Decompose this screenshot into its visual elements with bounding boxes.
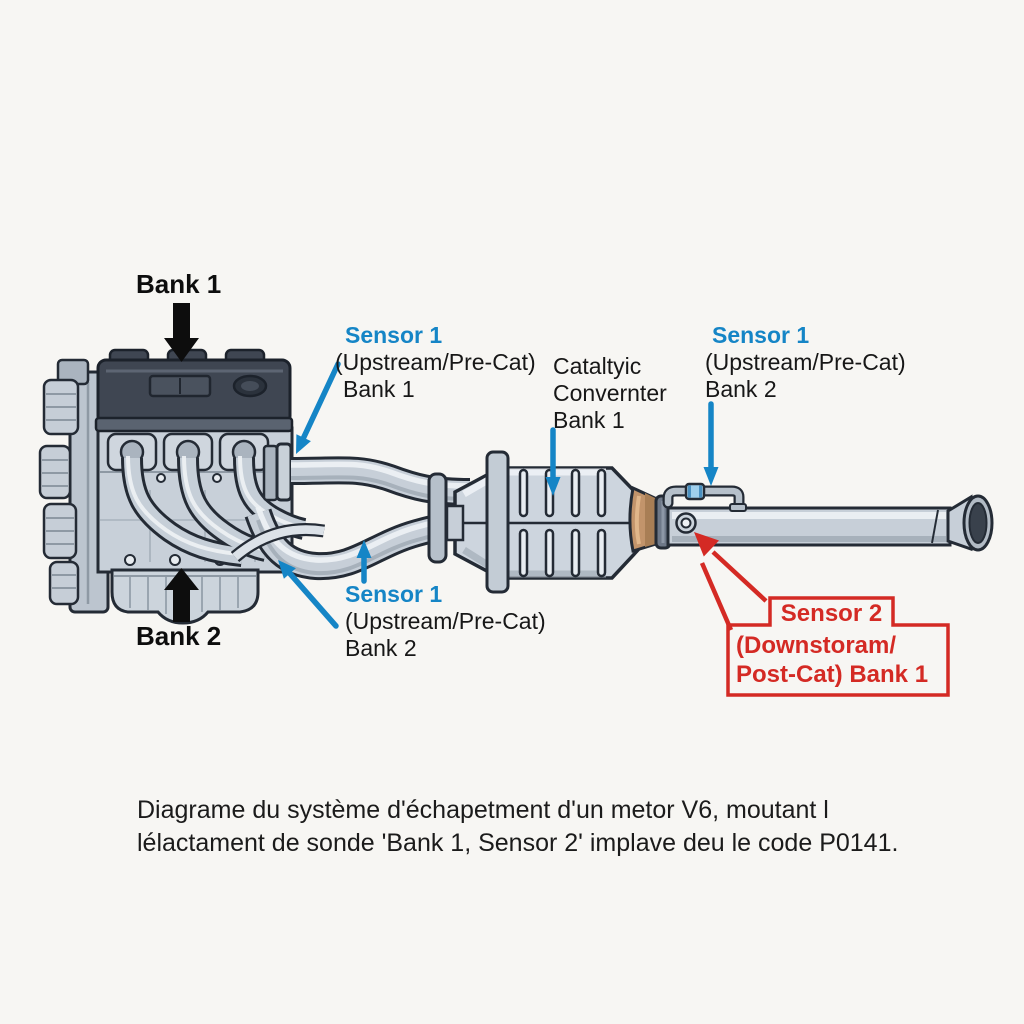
sensor1-bank2-top-sub2: Bank 2 — [705, 376, 777, 402]
sensor1-bank2-top-title: Sensor 1 — [712, 322, 810, 348]
sensor1-bank1-label: Sensor 1 (Upstream/Pre-Cat) Bank 1 — [335, 322, 536, 403]
sensor1-bank1-sub2: Bank 1 — [343, 376, 415, 402]
o2-sensor-fitting — [662, 482, 747, 512]
catalytic-line3: Bank 1 — [553, 407, 625, 433]
converter-strap — [485, 450, 510, 594]
blue-arrow-catalytic-icon — [545, 427, 561, 496]
diagram-caption: Diagrame du système d'échapetment d'un m… — [137, 794, 898, 860]
sensor2-callout-title: Sensor 2 — [780, 600, 883, 627]
bank2-label: Bank 2 — [136, 621, 222, 651]
exhaust-tip — [946, 494, 994, 552]
converter-outlet-cone — [628, 485, 672, 553]
catalytic-converter-label: Cataltyic Convernter Bank 1 — [553, 353, 667, 434]
catalytic-line2: Convernter — [553, 380, 667, 406]
sensor2-callout-sub2: Post-Cat) Bank 1 — [736, 661, 929, 688]
sensor1-bank2-top-sub1: (Upstream/Pre-Cat) — [705, 349, 906, 375]
pipe-heat-shield-strip — [230, 523, 326, 563]
sensor1-bank1-sub1: (Upstream/Pre-Cat) — [335, 349, 536, 375]
blue-arrow-sensor1-bank1-icon — [296, 361, 341, 454]
pipe-clamp — [427, 472, 448, 564]
sensor2-callout-box — [726, 596, 950, 697]
sensor1-bank2-bottom-sub1: (Upstream/Pre-Cat) — [345, 608, 546, 634]
bank1-label: Bank 1 — [136, 269, 222, 299]
engine-illustration — [38, 358, 307, 625]
blue-arrow-lower-pipe-icon — [356, 540, 372, 584]
sensor1-bank2-bottom-title: Sensor 1 — [345, 581, 443, 607]
valve-cover — [94, 348, 294, 433]
caption-line1: Diagrame du système d'échapetment d'un m… — [137, 796, 829, 824]
red-pointer-arrow-icon — [694, 532, 768, 631]
catalytic-converter — [445, 450, 640, 594]
catalytic-line1: Cataltyic — [553, 353, 642, 379]
caption-line2: lélactament de sonde 'Bank 1, Sensor 2' … — [137, 829, 899, 857]
blue-arrow-sensor1-bank2-bottom-icon — [278, 560, 339, 629]
sensor1-bank2-top-label: Sensor 1 (Upstream/Pre-Cat) Bank 2 — [705, 322, 906, 403]
sensor1-bank1-title: Sensor 1 — [345, 322, 443, 348]
manifold-flange — [262, 442, 293, 502]
tailpipe — [666, 506, 952, 547]
sensor1-bank2-bottom-label: Sensor 1 (Upstream/Pre-Cat) Bank 2 — [345, 581, 546, 662]
sensor1-bank2-bottom-sub2: Bank 2 — [345, 635, 417, 661]
converter-ribs — [518, 468, 607, 578]
bank1-down-arrow-icon — [164, 303, 199, 362]
blue-pointer-arrows — [278, 361, 719, 629]
blue-arrow-sensor1-bank2-top-icon — [703, 401, 719, 486]
sensor2-callout-sub1: (Downstoram/ — [736, 632, 897, 659]
bank2-up-arrow-icon — [164, 568, 199, 622]
